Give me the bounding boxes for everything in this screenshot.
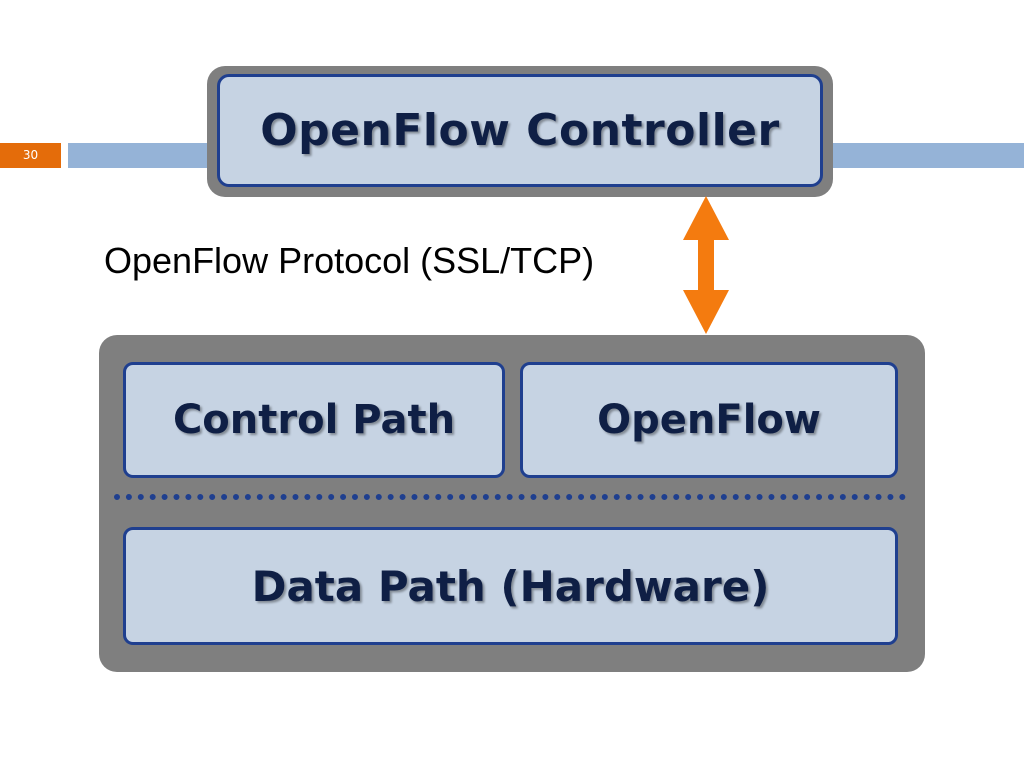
data-path-label: Data Path (Hardware) xyxy=(251,561,770,611)
header-bar-left xyxy=(68,143,218,168)
slide-number: 30 xyxy=(0,143,61,168)
openflow-controller-box: OpenFlow Controller xyxy=(217,74,823,187)
openflow-controller-label: OpenFlow Controller xyxy=(260,105,780,156)
dotted-divider xyxy=(114,494,906,500)
openflow-box: OpenFlow xyxy=(520,362,898,478)
data-path-box: Data Path (Hardware) xyxy=(123,527,898,645)
openflow-label: OpenFlow xyxy=(597,397,821,443)
control-path-label: Control Path xyxy=(172,397,456,443)
openflow-protocol-label: OpenFlow Protocol (SSL/TCP) xyxy=(104,240,595,281)
bidirectional-arrow-icon xyxy=(683,196,729,334)
arrow-shape xyxy=(683,196,729,334)
header-bar-right xyxy=(825,143,1024,168)
control-path-box: Control Path xyxy=(123,362,505,478)
